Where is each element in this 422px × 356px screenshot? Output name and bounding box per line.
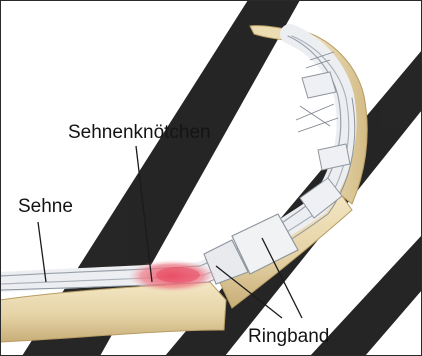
label-pulley: Ringband	[248, 326, 329, 347]
label-tendon: Sehne	[18, 196, 73, 217]
label-nodule: Sehnenknötchen	[68, 122, 211, 143]
tendon-nodule-core	[156, 267, 200, 283]
